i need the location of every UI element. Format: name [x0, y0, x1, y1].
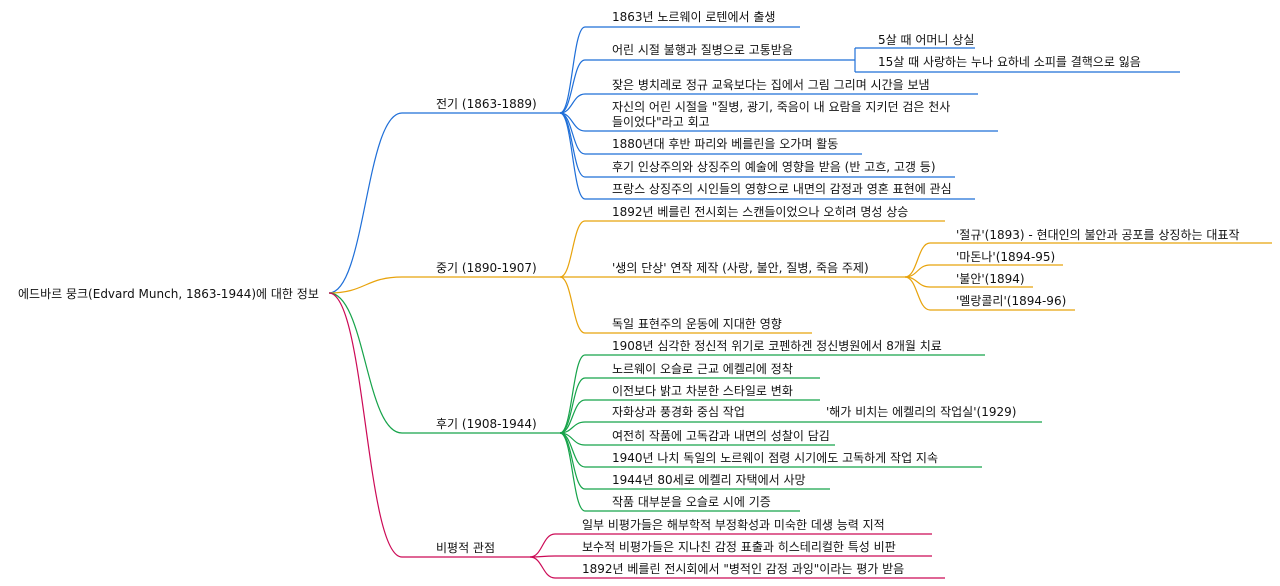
mindmap-labels: 에드바르 뭉크(Edvard Munch, 1863-1944)에 대한 정보 전… [18, 10, 1239, 576]
grandchild-connector [904, 276, 931, 311]
child-connector [559, 432, 586, 512]
child-connector [559, 399, 586, 434]
branch-label-1: 전기 (1863-1889) [436, 97, 537, 111]
grandchild-label: '불안'(1894) [956, 272, 1025, 286]
child-label: 자신의 어린 시절을 "질병, 광기, 죽음이 내 요람을 지키던 검은 천사 [612, 99, 950, 114]
grandchild-label: 5살 때 어머니 상실 [878, 33, 974, 47]
branch-connector-4 [328, 292, 403, 558]
grandchild-label: '절규'(1893) - 현대인의 불안과 공포를 상징하는 대표작 [956, 228, 1239, 242]
child-connector [559, 59, 586, 114]
child-label: 여전히 작품에 고독감과 내면의 성찰이 담김 [612, 429, 830, 443]
branch-connector-1 [328, 112, 403, 294]
grandchild-label: '해가 비치는 에켈리의 작업실'(1929) [826, 405, 1016, 419]
branch-connector-2 [328, 276, 403, 294]
child-label: 보수적 비평가들은 지나친 감정 표출과 히스테리컬한 특성 비판 [582, 540, 896, 554]
child-connector [559, 377, 586, 434]
branch-connector-3 [328, 292, 403, 434]
child-label-line2: 들이었다"라고 회고 [612, 115, 710, 129]
child-label: 1908년 심각한 정신적 위기로 코펜하겐 정신병원에서 8개월 치료 [612, 339, 942, 353]
child-label: 어린 시절 불행과 질병으로 고통받음 [612, 42, 793, 57]
child-label: 노르웨이 오슬로 근교 에켈리에 정착 [612, 362, 793, 376]
child-label: 독일 표현주의 운동에 지대한 영향 [612, 317, 782, 331]
child-label: 1940년 나치 독일의 노르웨이 점령 시기에도 고독하게 작업 지속 [612, 451, 938, 465]
child-label: 후기 인상주의와 상징주의 예술에 영향을 받음 (반 고흐, 고갱 등) [612, 160, 936, 174]
root-label: 에드바르 뭉크(Edvard Munch, 1863-1944)에 대한 정보 [18, 287, 319, 301]
child-label: 1880년대 후반 파리와 베를린을 오가며 활동 [612, 137, 838, 151]
child-label: 프랑스 상징주의 시인들의 영향으로 내면의 감정과 영혼 표현에 관심 [612, 182, 952, 196]
child-label: 자화상과 풍경화 중심 작업 [612, 405, 745, 419]
child-connector [559, 432, 586, 490]
mindmap-edges [328, 26, 1272, 579]
child-label: 1892년 베를린 전시회는 스캔들이었으나 오히려 명성 상승 [612, 205, 908, 219]
child-connector [529, 556, 556, 579]
branch-label-3: 후기 (1908-1944) [436, 417, 537, 431]
grandchild-connector [904, 242, 931, 278]
child-label: 작품 대부분을 오슬로 시에 기증 [612, 495, 771, 509]
branch-label-2: 중기 (1890-1907) [436, 261, 537, 275]
child-label: 잦은 병치레로 정규 교육보다는 집에서 그림 그리며 시간을 보냄 [612, 78, 930, 92]
branch-label-4: 비평적 관점 [436, 541, 495, 555]
child-connector [559, 93, 586, 114]
child-connector [559, 276, 586, 334]
child-connector [559, 26, 586, 114]
child-label: 1944년 80세로 에켈리 자택에서 사망 [612, 473, 806, 487]
grandchild-label: '마돈나'(1894-95) [956, 250, 1055, 264]
child-label: 이전보다 밝고 차분한 스타일로 변화 [612, 384, 793, 398]
child-label: 1892년 베를린 전시회에서 "병적인 감정 과잉"이라는 평가 받음 [582, 562, 904, 576]
child-label: 일부 비평가들은 해부학적 부정확성과 미숙한 데생 능력 지적 [582, 518, 885, 532]
grandchild-label: '멜랑콜리'(1894-96) [956, 294, 1066, 308]
child-connector [559, 354, 586, 434]
child-label: 1863년 노르웨이 로텐에서 출생 [612, 10, 775, 24]
grandchild-label: 15살 때 사랑하는 누나 요하네 소피를 결핵으로 잃음 [878, 55, 1141, 69]
child-connector [529, 533, 556, 558]
child-connector [559, 112, 586, 200]
child-connector [559, 220, 586, 278]
child-label: '생의 단상' 연작 제작 (사랑, 불안, 질병, 죽음 주제) [612, 261, 869, 275]
